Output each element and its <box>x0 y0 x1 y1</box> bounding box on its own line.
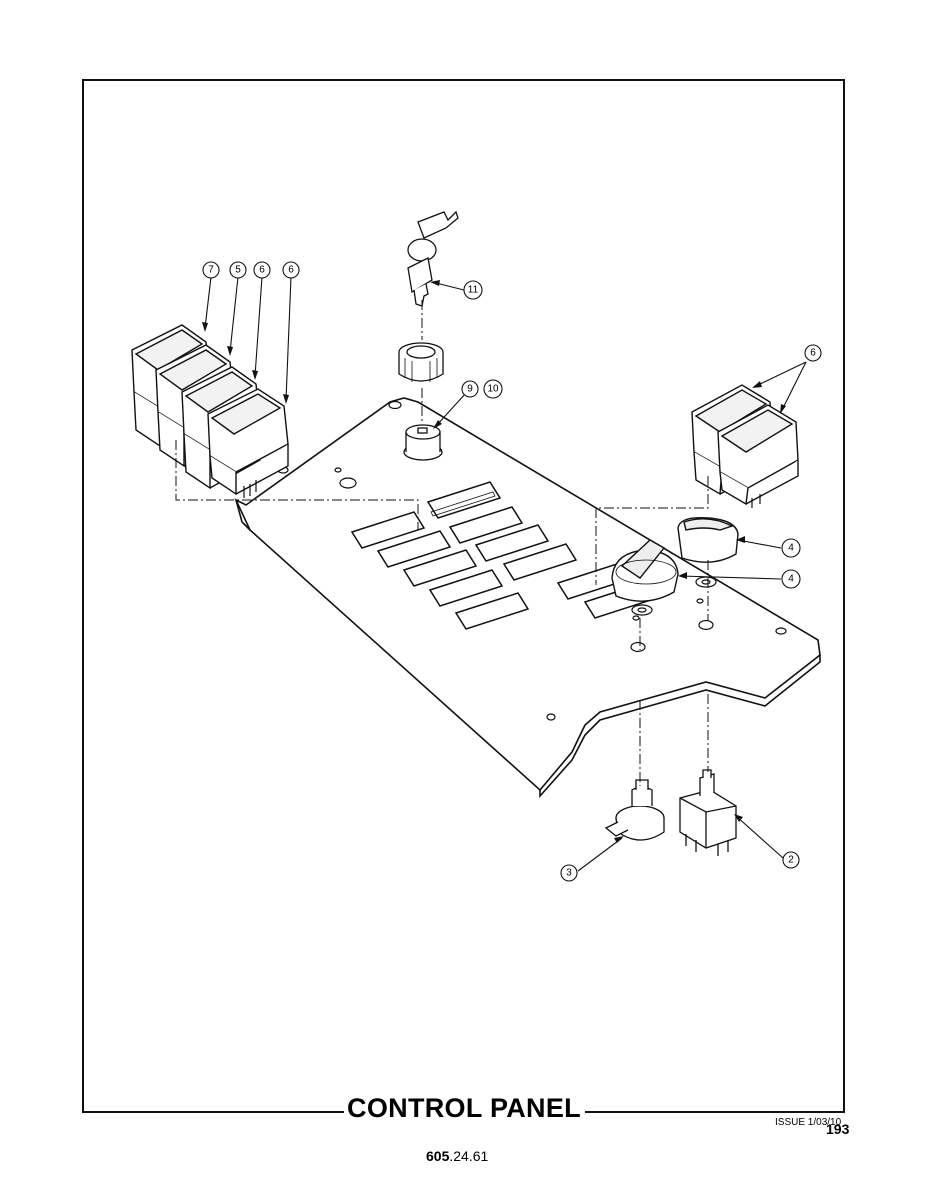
callout-switch-d-label: 6 <box>288 265 294 276</box>
knob-washers <box>631 576 717 616</box>
bottom-rule-right <box>585 1111 845 1113</box>
callout-labels: 7 5 6 6 11 9 10 6 4 4 2 3 <box>208 265 816 879</box>
assembly-lines <box>175 300 709 786</box>
document-number: 605.24.61 <box>426 1148 488 1164</box>
callout-lock-b-label: 10 <box>487 384 499 395</box>
callout-knob-lower-label: 4 <box>788 574 794 585</box>
ignition-key <box>407 210 459 307</box>
bottom-rule-left <box>82 1111 344 1113</box>
callout-lock-a-label: 9 <box>467 384 473 395</box>
callout-knob-upper-label: 4 <box>788 543 794 554</box>
left-rocker-switches <box>131 324 289 498</box>
lock-nut <box>398 342 444 382</box>
callout-key-label: 11 <box>468 285 479 296</box>
callout-circles <box>202 261 822 882</box>
callout-switch-block-label: 2 <box>788 855 794 866</box>
potentiometer <box>604 779 665 841</box>
page-number: 193 <box>826 1121 850 1137</box>
right-rocker-switches <box>691 384 799 508</box>
document-number-suffix: .24.61 <box>449 1148 489 1164</box>
rocker-switch-6 <box>717 404 799 508</box>
rotary-knob-upper <box>677 517 739 563</box>
control-panel-plate <box>234 397 821 799</box>
panel-holes <box>277 400 787 721</box>
document-number-prefix: 605 <box>426 1148 450 1164</box>
panel-cutouts <box>350 481 659 630</box>
lock-barrel <box>403 424 443 461</box>
page-title: CONTROL PANEL <box>347 1093 581 1123</box>
issue-label: ISSUE 1/03/10 <box>775 1117 842 1128</box>
callout-switch-b-label: 5 <box>235 265 241 276</box>
leader-lines <box>204 276 807 872</box>
rocker-switch-4 <box>207 388 289 498</box>
callout-right-switches-label: 6 <box>810 348 816 359</box>
callout-switch-c-label: 6 <box>259 265 265 276</box>
switch-block <box>679 769 737 856</box>
leader-arrowheads <box>202 280 786 843</box>
callout-switch-a-label: 7 <box>208 265 214 276</box>
drawing-frame <box>82 79 845 1113</box>
rotary-knob-lower <box>611 539 679 602</box>
callout-potentiometer-label: 3 <box>566 868 572 879</box>
